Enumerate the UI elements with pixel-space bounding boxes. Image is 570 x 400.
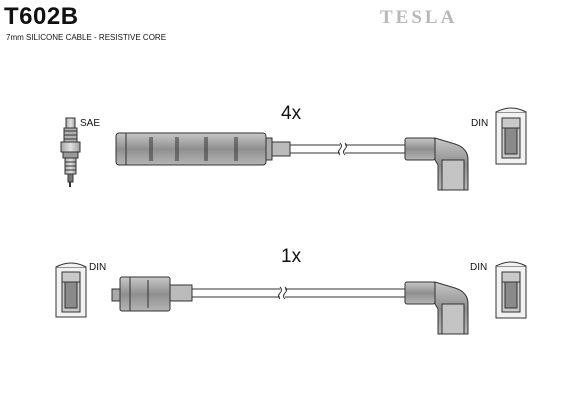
angled-boot-2-icon: [404, 281, 469, 335]
lead-set-2-left-label: DIN: [89, 262, 107, 273]
din-connector-icon: [495, 107, 527, 165]
ignition-cable-2: [192, 286, 405, 300]
straight-boot-long-icon: [115, 132, 291, 166]
din-connector-left-icon: [55, 262, 87, 318]
lead-set-2-right-label: DIN: [470, 262, 488, 273]
cable-description: 7mm SILICONE CABLE - RESISTIVE CORE: [6, 33, 167, 42]
angled-boot-icon: [404, 137, 469, 191]
spark-plug-icon: [60, 117, 81, 187]
lead-set-1-right-label: DIN: [471, 118, 489, 129]
din-connector-right-2-icon: [495, 261, 527, 319]
lead-set-1-left-label: SAE: [80, 118, 101, 129]
lead-set-2-quantity: 1x: [281, 246, 302, 267]
straight-boot-short-icon: [111, 276, 193, 312]
lead-set-1-quantity: 4x: [281, 103, 302, 124]
part-code: T602B: [4, 3, 79, 30]
brand-logo: TESLA: [380, 7, 458, 28]
ignition-cable-1: [290, 142, 405, 156]
